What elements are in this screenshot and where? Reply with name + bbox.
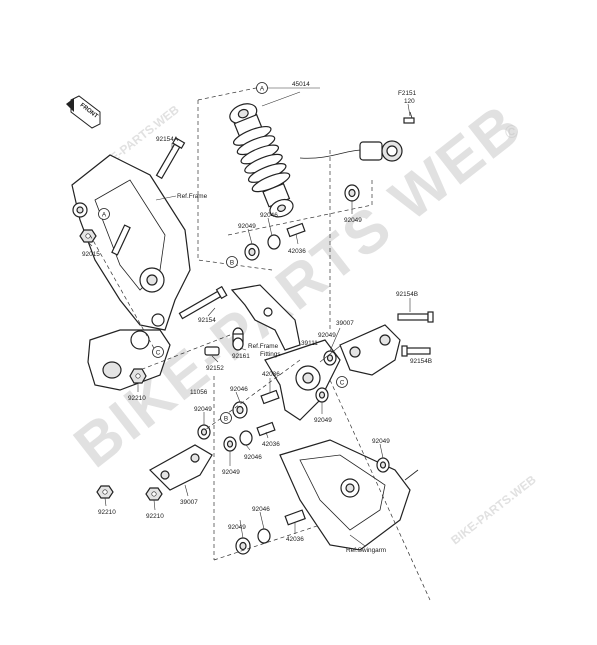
part-label-92049-top-right: 92049 [344,217,362,224]
linkage-39007-lower [149,444,213,491]
part-label-92154B-upper: 92154B [396,291,418,298]
callout-c-left: C [152,346,164,358]
part-label-92046-low: 92046 [244,454,262,461]
watermark-copyright: © [505,122,518,142]
part-label-92049-bottom: 92049 [228,524,246,531]
pin-92152 [204,346,220,356]
svg-text:B: B [230,259,234,266]
callout-a-frame: A [98,208,110,220]
part-label-92049-mid-right: 92049 [318,332,336,339]
seal-92049-mid-right [323,350,337,366]
ref-frame-fittings-label-2: Fittings [260,351,281,358]
part-label-92210-left: 92210 [128,395,146,402]
part-label-42036-bottom: 42036 [286,536,304,543]
bolt-92154 [178,285,228,320]
bolt-92154B-upper [397,311,434,323]
part-label-42036-low: 42036 [262,441,280,448]
part-label-39007-top: 39007 [336,320,354,327]
part-label-92210-bottom-left: 92210 [98,509,116,516]
part-label-92049-top-left: 92049 [238,223,256,230]
swingarm [279,439,419,551]
frame-fitting-bracket [230,284,301,351]
nut-92015 [79,229,97,243]
bottom-bushings [235,509,306,555]
part-label-92046-bottom: 92046 [252,506,270,513]
watermark-small-bottom: BIKE-PARTS.WEB [448,472,539,547]
nut-92210-bottom [145,487,163,501]
part-label-42036-top: 42036 [288,248,306,255]
part-label-92154B-lower: 92154B [410,358,432,365]
bolt-92154B-lower [401,345,431,357]
bolt-120 [403,111,415,124]
part-label-92015: 92015 [82,251,100,258]
left-lower-frame [87,329,171,391]
nut-92210-bottom-left [96,485,114,499]
part-number-labels: 45014 F2151 120 92154A 92015 92046 92049… [82,81,432,543]
part-label-92049-mid-left: 92049 [194,406,212,413]
svg-text:A: A [260,85,265,92]
svg-text:C: C [340,379,345,386]
bolt-92154A [155,137,186,180]
part-label-39111: 39111 [301,340,318,347]
part-label-92161: 92161 [232,353,250,360]
callout-b-top: B [226,256,238,268]
part-label-F2151: F2151 [398,90,417,97]
callout-b-mid: B [220,412,232,424]
part-label-120: 120 [404,98,415,105]
leader-lines [87,91,411,547]
callout-c-mid: C [336,376,348,388]
part-label-92152: 92152 [206,365,224,372]
part-label-45014: 45014 [292,81,310,88]
rear-shock-absorber [229,103,403,218]
part-label-42036-mid: 42036 [262,371,280,378]
part-label-11056: 11056 [190,389,208,396]
ref-frame-label: Ref.Frame [177,193,208,200]
part-label-39007-bottom: 39007 [180,499,198,506]
callout-a-top: A [256,82,268,94]
part-label-92046-mid: 92046 [230,386,248,393]
nut-92210-left [129,368,147,384]
part-label-92049-low-left: 92049 [222,469,240,476]
seal-92049-right [376,457,390,473]
part-label-92049-c: 92049 [314,417,332,424]
frame-bracket [71,154,191,331]
svg-text:B: B [224,415,228,422]
rocker-arm [264,339,341,421]
part-label-92154A: 92154A [156,136,179,143]
reference-labels: Ref.Frame Ref.Frame Fittings Ref.Swingar… [177,193,386,554]
ref-frame-fittings-label-1: Ref.Frame [248,343,279,350]
part-label-92049-right: 92049 [372,438,390,445]
ref-swingarm-label: Ref.Swingarm [346,547,386,554]
part-label-92154: 92154 [198,317,216,324]
front-direction-badge: FRONT [66,95,101,129]
part-label-92210-bottom: 92210 [146,513,164,520]
callouts: A A B B C C [98,82,348,424]
collar-92161 [232,327,244,351]
shock-bushings [244,184,360,261]
svg-text:A: A [102,211,107,218]
part-label-92046-top: 92046 [260,212,278,219]
svg-text:C: C [156,349,161,356]
linkage-39007-upper [339,324,401,376]
